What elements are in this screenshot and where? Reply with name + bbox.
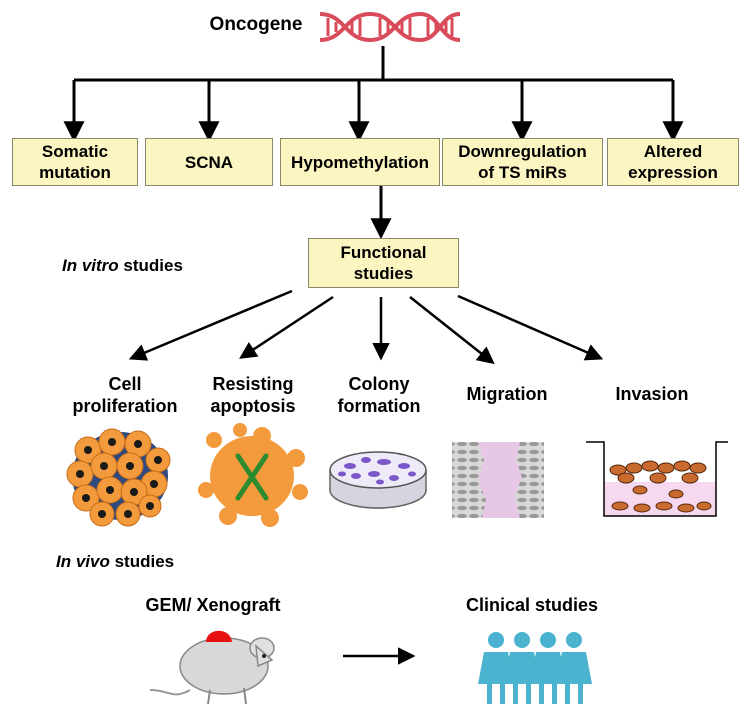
assay-label-line: apoptosis	[210, 396, 296, 416]
in-vitro-rest: studies	[118, 256, 183, 275]
assay-label-line: Resisting	[212, 374, 294, 394]
assay-label-line: Colony	[348, 374, 410, 394]
in-vivo-italic: In vivo	[56, 552, 110, 571]
mechanism-box-altered-expression: Altered expression	[607, 138, 739, 186]
assay-label-line: Invasion	[615, 384, 689, 404]
dna-icon	[319, 11, 461, 43]
in-vivo-heading: In vivo studies	[56, 552, 174, 572]
mechanism-box-scna: SCNA	[145, 138, 273, 186]
cell-cluster-icon	[66, 428, 171, 527]
transwell-chamber-icon	[586, 441, 728, 517]
functional-label: Functional	[340, 243, 427, 262]
mechanism-label: Hypomethylation	[291, 152, 429, 172]
mechanism-label: of TS miRs	[478, 163, 567, 182]
assay-label-line: formation	[337, 396, 421, 416]
mechanism-label: mutation	[39, 163, 111, 182]
model-label-clinical-studies: Clinical studies	[465, 595, 599, 615]
assay-label-line: Cell	[108, 374, 142, 394]
model-label-gem-xenograft: GEM/ Xenograft	[145, 595, 281, 615]
petri-dish-icon	[329, 451, 427, 509]
mechanism-box-hypomethylation: Hypomethylation	[280, 138, 440, 186]
assay-label-line: proliferation	[72, 396, 178, 416]
mechanism-label: Altered	[643, 142, 703, 161]
apoptotic-cell-icon	[198, 423, 308, 527]
wound-healing-icon	[452, 442, 544, 518]
mechanism-box-somatic-mutation: Somatic mutation	[12, 138, 138, 186]
mechanism-label: Downregulation	[458, 142, 587, 161]
mechanism-label: SCNA	[184, 152, 234, 172]
assay-label-line: Migration	[466, 384, 548, 404]
assay-label-migration: Migration	[452, 383, 562, 405]
functional-studies-box: Functional studies	[308, 238, 459, 288]
mechanism-label: expression	[628, 163, 718, 182]
mouse-tumor-icon	[149, 630, 275, 705]
functional-label: studies	[353, 264, 414, 283]
in-vitro-italic: In vitro	[62, 256, 119, 275]
mechanism-connectors	[63, 46, 684, 240]
assay-arrows	[128, 289, 604, 365]
in-vivo-rest: studies	[109, 552, 175, 571]
mechanism-box-downregulation-ts-mirs: Downregulation of TS miRs	[442, 138, 603, 186]
patients-icon	[478, 632, 592, 704]
in-vitro-heading: In vitro studies	[62, 256, 183, 276]
oncogene-label: Oncogene	[209, 14, 303, 35]
mechanism-label: Somatic	[41, 142, 109, 161]
assay-label-invasion: Invasion	[600, 383, 704, 405]
